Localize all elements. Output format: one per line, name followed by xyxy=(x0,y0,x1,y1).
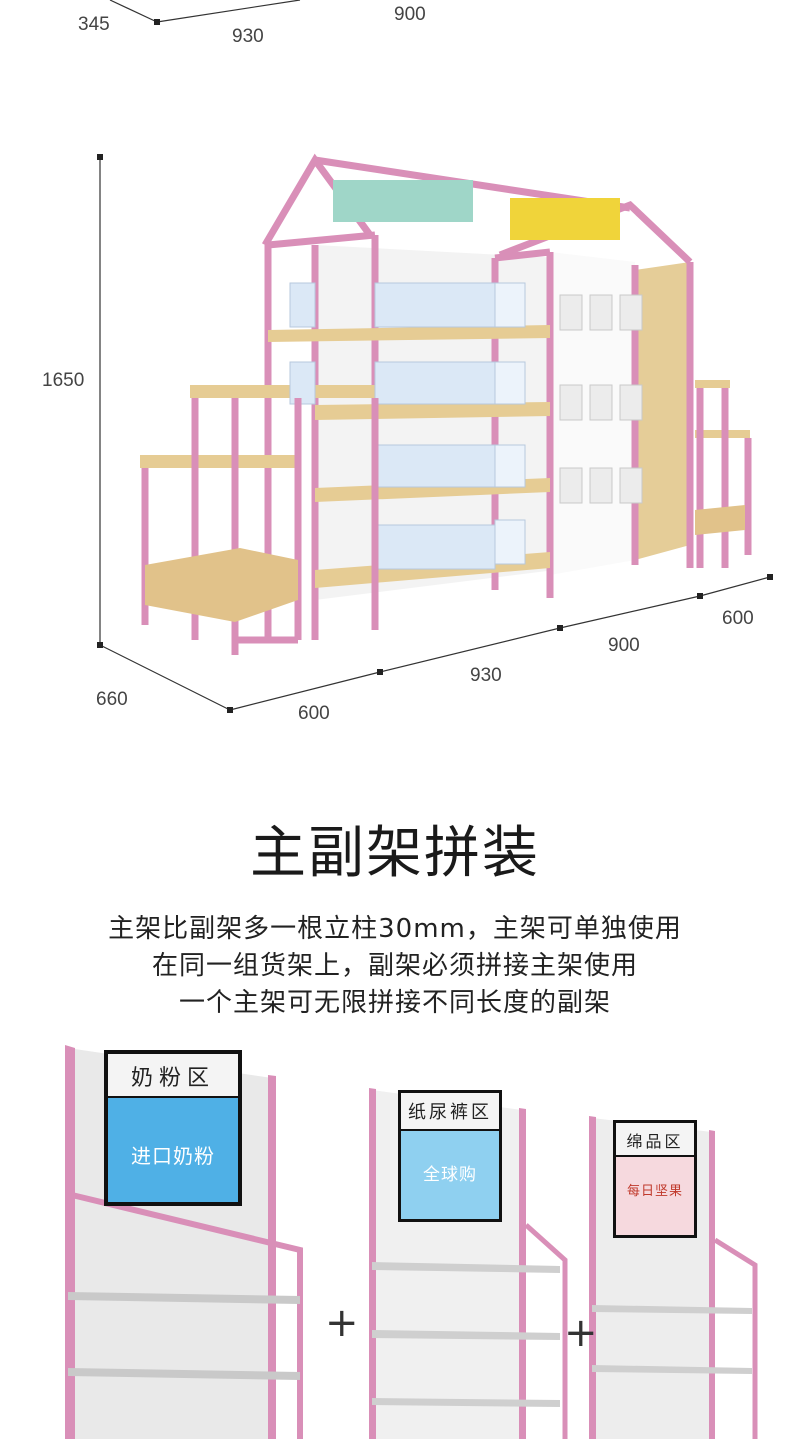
product-boxes xyxy=(289,282,496,570)
sign-diapers: 纸尿裤区 xyxy=(408,1102,492,1123)
top-dimension-lines xyxy=(109,0,301,25)
plus-sign-2: + xyxy=(564,1310,598,1356)
desc-line-1: 主架比副架多一根立柱30mm，主架可单独使用 xyxy=(108,914,682,944)
panel-3-board xyxy=(592,1118,712,1439)
panel-1-board xyxy=(68,1048,272,1439)
dim-900-top: 900 xyxy=(394,4,426,25)
dim-height: 1650 xyxy=(42,370,85,391)
banner-left xyxy=(333,180,473,222)
plus-sign-1: + xyxy=(325,1300,359,1346)
dim-bottom-left: 600 xyxy=(298,703,330,724)
sign-cotton: 绵品区 xyxy=(626,1132,684,1151)
panel-2-board xyxy=(372,1090,522,1439)
desc-line-2: 在同一组货架上，副架必须拼接主架使用 xyxy=(151,951,638,981)
dim-left-depth: 660 xyxy=(96,689,128,710)
poster-3-text: 每日坚果 xyxy=(626,1184,683,1199)
dimension-ticks xyxy=(97,154,773,713)
right-wood-panel xyxy=(635,262,690,560)
dim-345: 345 xyxy=(78,14,110,35)
sign-milk-powder: 奶粉区 xyxy=(130,1066,215,1091)
dimension-lines xyxy=(99,157,771,711)
section-title: 主副架拼装 xyxy=(250,821,540,886)
dim-back-mid: 900 xyxy=(608,635,640,656)
wood-crate xyxy=(145,548,298,622)
desc-line-3: 一个主架可无限拼接不同长度的副架 xyxy=(178,988,611,1018)
dim-right-end: 600 xyxy=(722,608,754,629)
poster-1-text: 进口奶粉 xyxy=(131,1144,215,1168)
shelf-illustration xyxy=(97,153,773,713)
poster-2-text: 全球购 xyxy=(423,1165,477,1185)
dim-front-mid: 930 xyxy=(470,665,502,686)
hanging-bags xyxy=(559,294,643,504)
dim-930-top: 930 xyxy=(232,26,264,47)
banner-right xyxy=(510,198,620,240)
side-tables xyxy=(141,388,752,655)
